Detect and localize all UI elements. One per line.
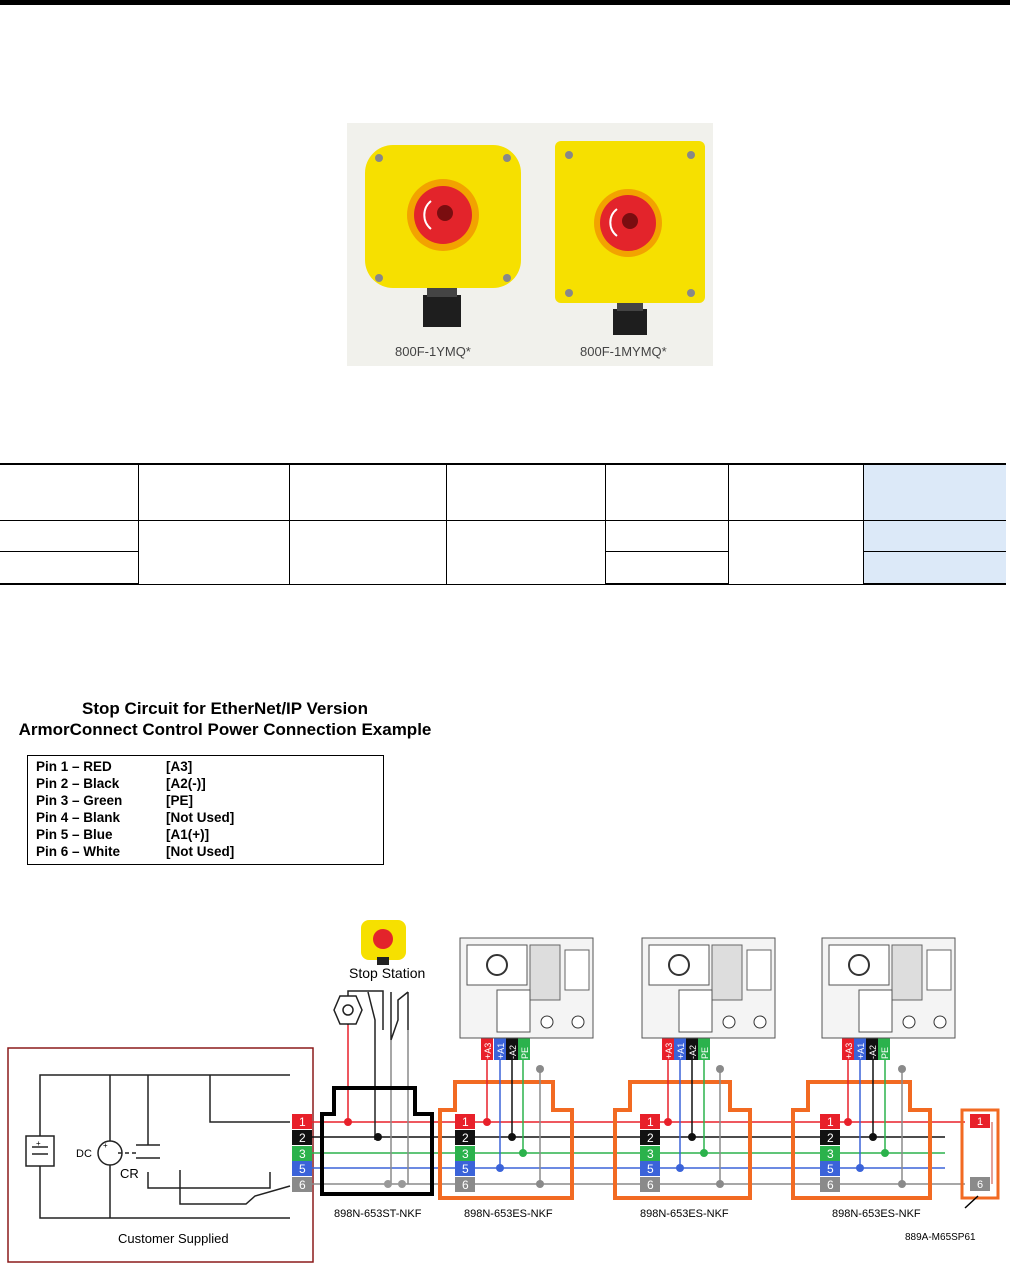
terminator-box bbox=[960, 1108, 1000, 1200]
svg-text:5: 5 bbox=[299, 1162, 306, 1176]
svg-text:+A1: +A1 bbox=[856, 1043, 866, 1059]
tee-es-label-2: 898N-653ES-NKF bbox=[640, 1208, 729, 1220]
svg-text:5: 5 bbox=[462, 1162, 469, 1176]
svg-text:1: 1 bbox=[977, 1116, 983, 1128]
svg-text:6: 6 bbox=[647, 1178, 654, 1192]
svg-text:5: 5 bbox=[827, 1162, 834, 1176]
customer-supplied-label: Customer Supplied bbox=[118, 1231, 229, 1246]
svg-text:+A1: +A1 bbox=[496, 1043, 506, 1059]
stop-station-label: Stop Station bbox=[349, 965, 425, 981]
svg-text:3: 3 bbox=[827, 1147, 834, 1161]
svg-text:3: 3 bbox=[647, 1147, 654, 1161]
circuit-title-line1: Stop Circuit for EtherNet/IP Version bbox=[82, 699, 368, 718]
pin-legend: Pin 1 – RED[A3] Pin 2 – Black[A2(-)] Pin… bbox=[27, 755, 384, 865]
svg-text:2: 2 bbox=[827, 1131, 834, 1145]
caption-right: 800F-1MYMQ* bbox=[580, 344, 667, 359]
cable-gland-right bbox=[613, 309, 647, 335]
svg-text:6: 6 bbox=[462, 1178, 469, 1192]
svg-text:6: 6 bbox=[977, 1179, 983, 1191]
cable-gland-left bbox=[423, 295, 461, 327]
svg-text:2: 2 bbox=[462, 1131, 469, 1145]
legend-row: Pin 2 – Black[A2(-)] bbox=[36, 776, 206, 791]
caption-left: 800F-1YMQ* bbox=[395, 344, 471, 359]
svg-text:5: 5 bbox=[647, 1162, 654, 1176]
svg-text:1: 1 bbox=[647, 1115, 654, 1129]
table-header-row bbox=[0, 463, 1006, 521]
svg-text:+: + bbox=[36, 1139, 41, 1148]
circuit-title-line2: ArmorConnect Control Power Connection Ex… bbox=[18, 720, 432, 739]
pin-blocks: 1 2 3 5 6 bbox=[292, 1114, 312, 1192]
tee-es-2: 1 2 3 5 6 +A3 +A1 -A2 PE bbox=[613, 937, 776, 1200]
legend-row: Pin 5 – Blue[A1(+)] bbox=[36, 827, 210, 842]
svg-text:2: 2 bbox=[647, 1131, 654, 1145]
cr-label: CR bbox=[120, 1166, 139, 1181]
svg-text:1: 1 bbox=[462, 1115, 469, 1129]
svg-text:+: + bbox=[103, 1141, 108, 1150]
product-photo-panel: 800F-1YMQ* 800F-1MYMQ* bbox=[347, 123, 713, 366]
tee-st-outline bbox=[320, 1086, 434, 1196]
legend-row: Pin 4 – Blank[Not Used] bbox=[36, 810, 235, 825]
estop-photos: 800F-1YMQ* 800F-1MYMQ* bbox=[365, 141, 705, 359]
svg-text:PE: PE bbox=[520, 1047, 530, 1059]
svg-text:6: 6 bbox=[299, 1178, 306, 1192]
tee-es-3: 1 2 3 5 6 +A3 +A1 -A2 PE bbox=[791, 937, 956, 1200]
svg-text:-A2: -A2 bbox=[508, 1045, 518, 1059]
table-row bbox=[0, 551, 1006, 585]
svg-text:+A1: +A1 bbox=[676, 1043, 686, 1059]
svg-text:+A3: +A3 bbox=[664, 1043, 674, 1059]
svg-text:-A2: -A2 bbox=[868, 1045, 878, 1059]
customer-circuit bbox=[25, 1074, 291, 1219]
catalog-table bbox=[0, 463, 1006, 585]
tee-es-1: 1 2 3 5 6 +A3 +A1 -A2 PE bbox=[438, 937, 594, 1200]
legend-row: Pin 3 – Green[PE] bbox=[36, 793, 193, 808]
top-rule bbox=[0, 0, 1010, 5]
tee-es-label-3: 898N-653ES-NKF bbox=[832, 1208, 921, 1220]
svg-text:1: 1 bbox=[299, 1115, 306, 1129]
svg-text:6: 6 bbox=[827, 1178, 834, 1192]
terminator-label: 889A-M65SP61 bbox=[905, 1232, 976, 1243]
svg-text:3: 3 bbox=[462, 1147, 469, 1161]
dc-label: DC bbox=[76, 1148, 92, 1160]
svg-text:3: 3 bbox=[299, 1147, 306, 1161]
svg-text:2: 2 bbox=[299, 1131, 306, 1145]
terminator-arrow bbox=[964, 1195, 979, 1209]
tee-es-label-1: 898N-653ES-NKF bbox=[464, 1208, 553, 1220]
svg-text:+A3: +A3 bbox=[844, 1043, 854, 1059]
legend-row: Pin 1 – RED[A3] bbox=[36, 759, 193, 774]
legend-row: Pin 6 – White[Not Used] bbox=[36, 844, 235, 859]
customer-supplied-box bbox=[7, 1047, 314, 1263]
table-row bbox=[0, 520, 1006, 585]
svg-text:+A3: +A3 bbox=[483, 1043, 493, 1059]
svg-text:-A2: -A2 bbox=[688, 1045, 698, 1059]
svg-text:PE: PE bbox=[700, 1047, 710, 1059]
stop-switch-contacts bbox=[333, 990, 409, 1184]
svg-text:1: 1 bbox=[827, 1115, 834, 1129]
svg-text:PE: PE bbox=[880, 1047, 890, 1059]
tee-st-label: 898N-653ST-NKF bbox=[334, 1208, 422, 1220]
